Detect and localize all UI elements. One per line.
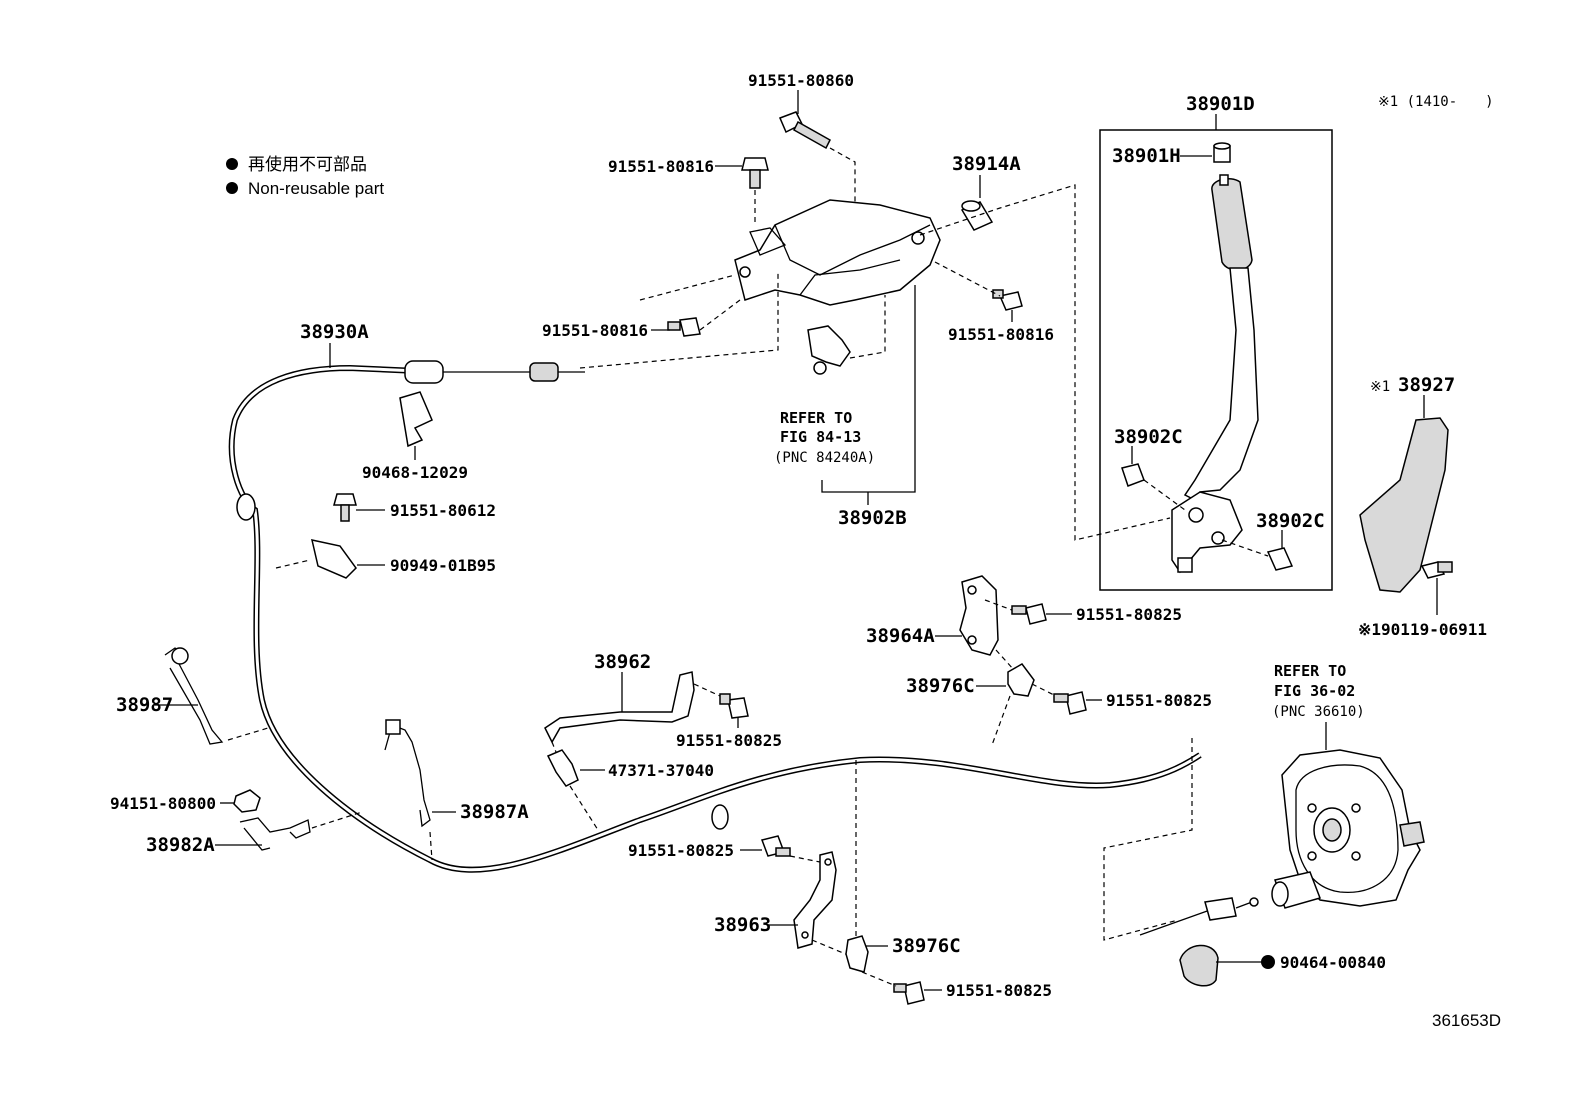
clamp-38976C-lower[interactable]: [845, 935, 869, 973]
label-91551-80825-b: 91551-80825: [1106, 691, 1212, 710]
screw-190119-06911[interactable]: [1420, 561, 1453, 579]
bolt-91551-80816-left[interactable]: [667, 317, 701, 337]
parking-brake-lever[interactable]: [1171, 174, 1259, 574]
label-38930A: 38930A: [300, 321, 369, 343]
refer-84-line3: (PNC 84240A): [774, 450, 875, 466]
bracket-38964A[interactable]: [959, 575, 999, 656]
label-91551-80816-right: 91551-80816: [948, 325, 1054, 344]
label-91551-80825-d: 91551-80825: [628, 841, 734, 860]
label-91551-80860: 91551-80860: [748, 71, 854, 90]
bushing-38902C-right[interactable]: [1266, 547, 1294, 571]
label-38976C-lower: 38976C: [892, 935, 961, 957]
clamp-47371-37040[interactable]: [546, 749, 579, 787]
label-38976C-upper: 38976C: [906, 675, 975, 697]
legend: 再使用不可部品 Non-reusable part: [226, 154, 384, 198]
parking-brake-cable[interactable]: [228, 360, 1202, 873]
label-38902C-left: 38902C: [1114, 426, 1183, 448]
label-190119-06911: ※190119-06911: [1358, 620, 1487, 639]
spring-clip-38987[interactable]: [164, 647, 224, 745]
label-38901H: 38901H: [1112, 145, 1181, 167]
refer-36-line1: REFER TO: [1274, 662, 1346, 680]
label-91551-80825-c: 91551-80825: [676, 731, 782, 750]
bolt-91551-80825-b[interactable]: [1053, 691, 1087, 715]
bolt-91551-80825-c[interactable]: [719, 693, 749, 719]
bolt-91551-80860[interactable]: [779, 111, 831, 150]
bolt-91551-80816-top[interactable]: [741, 157, 769, 189]
refer-36-line3: (PNC 36610): [1272, 704, 1365, 720]
refer-84-line2: FIG 84-13: [780, 428, 861, 446]
cable-end-rear[interactable]: [1139, 897, 1259, 936]
bolt-91551-80612[interactable]: [333, 493, 357, 522]
refer-36-line2: FIG 36-02: [1274, 682, 1355, 700]
label-38987: 38987: [116, 694, 173, 716]
cable-clip-90468[interactable]: [399, 391, 433, 448]
label-90949-01B95: 90949-01B95: [390, 556, 496, 575]
non-reusable-bullet-icon: [1261, 955, 1275, 969]
rear-brake-backing-plate[interactable]: [1271, 749, 1425, 909]
bolt-91551-80825-e[interactable]: [893, 981, 925, 1005]
bracket-90949-01B95[interactable]: [311, 539, 357, 579]
label-38927-mark: ※1: [1370, 379, 1390, 395]
bolt-91551-80825-d[interactable]: [761, 835, 791, 857]
nut-94151-80800[interactable]: [233, 789, 261, 813]
label-38963: 38963: [714, 914, 771, 936]
label-38987A: 38987A: [460, 801, 529, 823]
label-38962: 38962: [594, 651, 651, 673]
figure-id: 361653D: [1432, 1011, 1501, 1030]
clamp-38976C-upper[interactable]: [1007, 663, 1035, 697]
label-94151-80800: 94151-80800: [110, 794, 216, 813]
label-47371-37040: 47371-37040: [608, 761, 714, 780]
label-91551-80816-left: 91551-80816: [542, 321, 648, 340]
date-note: ※1 (1410- ): [1378, 94, 1494, 110]
lever-grip-38927[interactable]: [1359, 417, 1449, 593]
label-91551-80825-a: 91551-80825: [1076, 605, 1182, 624]
clip-38982A[interactable]: [239, 817, 311, 851]
bushing-38914A[interactable]: [960, 200, 994, 231]
label-91551-80825-e: 91551-80825: [946, 981, 1052, 1000]
legend-jp: 再使用不可部品: [248, 154, 367, 174]
lever-bracket[interactable]: [734, 199, 941, 306]
label-38964A: 38964A: [866, 625, 935, 647]
non-reusable-bullet-icon: [226, 182, 238, 194]
label-38901D: 38901D: [1186, 93, 1255, 115]
bolt-91551-80816-right[interactable]: [992, 289, 1023, 311]
label-38927: 38927: [1398, 374, 1455, 396]
ring-90464-00840[interactable]: [1179, 944, 1219, 987]
label-91551-80816-top: 91551-80816: [608, 157, 714, 176]
label-38982A: 38982A: [146, 834, 215, 856]
bolt-91551-80825-a[interactable]: [1011, 603, 1047, 625]
label-38902B: 38902B: [838, 507, 907, 529]
non-reusable-bullet-icon: [226, 158, 238, 170]
bushing-38902C-left[interactable]: [1121, 463, 1145, 487]
label-90464-00840: 90464-00840: [1280, 953, 1386, 972]
switch-84240A[interactable]: [807, 325, 851, 375]
label-90468-12029: 90468-12029: [362, 463, 468, 482]
rod-38962[interactable]: [544, 671, 695, 744]
spring-38987A[interactable]: [384, 719, 431, 828]
label-38914A: 38914A: [952, 153, 1021, 175]
legend-en: Non-reusable part: [248, 179, 384, 198]
label-91551-80612: 91551-80612: [390, 501, 496, 520]
cap-38901H[interactable]: [1213, 142, 1231, 163]
refer-84-line1: REFER TO: [780, 409, 852, 427]
bracket-38963[interactable]: [793, 851, 837, 949]
label-38902C-right: 38902C: [1256, 510, 1325, 532]
